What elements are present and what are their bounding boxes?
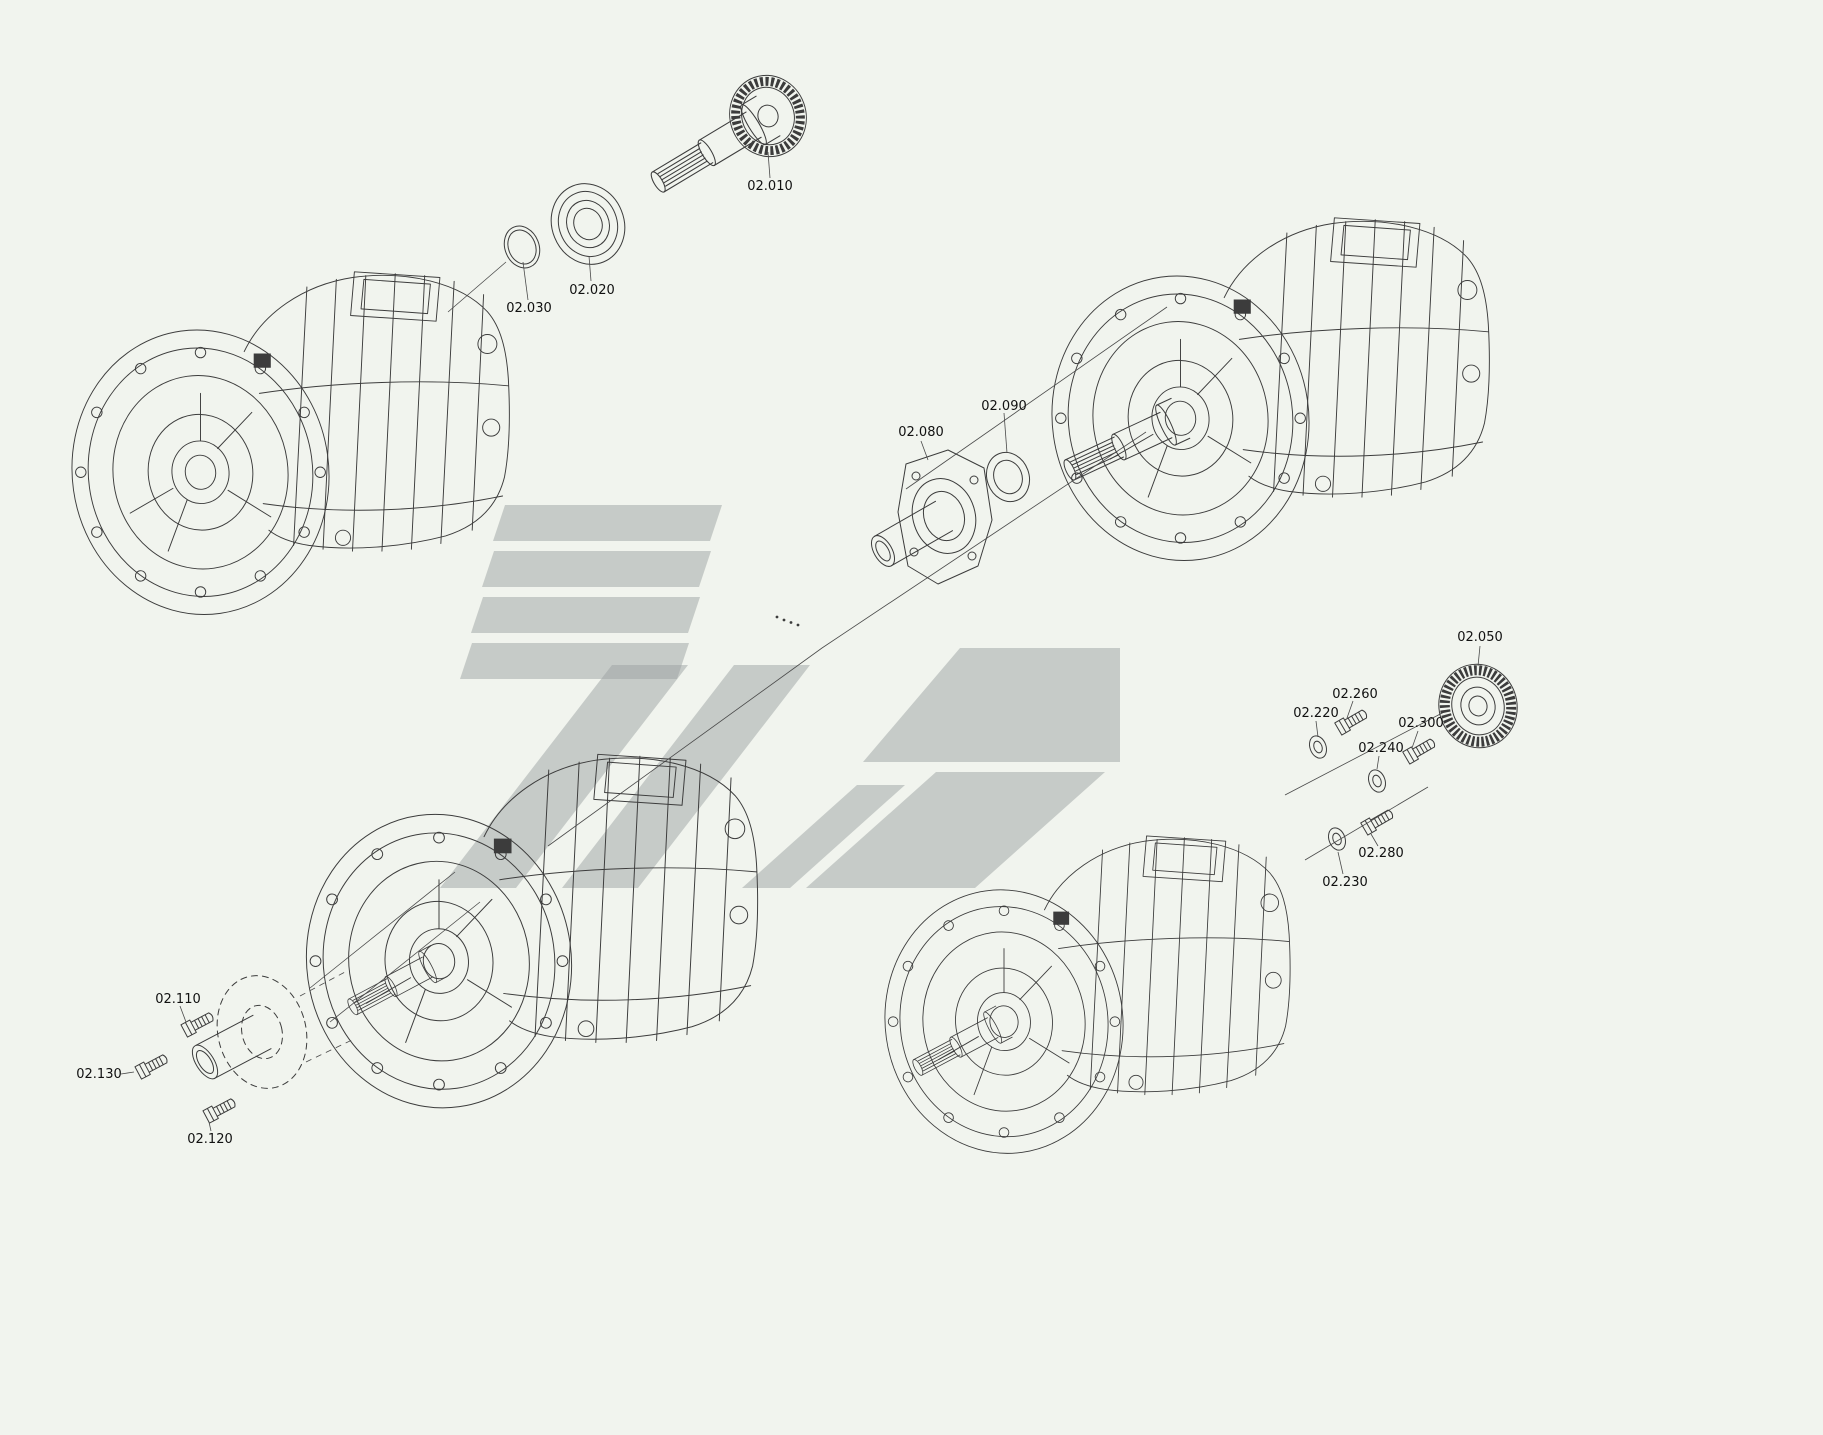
part-label-02230: 02.230 [1322, 875, 1368, 890]
ball-bearing [550, 183, 626, 265]
bolt-02300 [1402, 735, 1438, 765]
part-label-02130: 02.130 [76, 1067, 122, 1082]
part-label-02220: 02.220 [1293, 706, 1339, 721]
part-label-02240: 02.240 [1358, 741, 1404, 756]
part-label-02080: 02.080 [898, 425, 944, 440]
washer-02220 [1306, 732, 1330, 762]
bolt-02110 [180, 1009, 217, 1038]
part-label-02050: 02.050 [1457, 630, 1503, 645]
washer-02240 [1365, 766, 1389, 796]
input-shaft-with-gear [642, 74, 807, 205]
snap-ring [503, 225, 541, 269]
part-labels: 02.010 02.020 02.030 02.080 02.090 02.05… [76, 179, 1503, 1147]
washer-02230 [1325, 824, 1349, 854]
bolt-02120 [202, 1095, 239, 1124]
part-label-02090: 02.090 [981, 399, 1027, 414]
release-tube-with-dashed-flange [191, 971, 353, 1089]
part-label-02280: 02.280 [1358, 846, 1404, 861]
output-shaft-top-right [1056, 397, 1191, 492]
bolt-02130 [134, 1051, 171, 1080]
gearbox-view-top-right [1033, 217, 1490, 578]
part-label-02030: 02.030 [506, 301, 552, 316]
axis-dots [775, 615, 800, 627]
gear-wheel [1438, 663, 1518, 749]
gearbox-view-top-left [53, 271, 510, 632]
bearing-cover-with-tube [870, 449, 993, 585]
part-label-02120: 02.120 [187, 1132, 233, 1147]
part-label-02110: 02.110 [155, 992, 201, 1007]
bolt-02260 [1334, 706, 1370, 736]
watermark-logo [440, 505, 1120, 888]
label-leader-lines [120, 151, 1481, 1132]
part-label-02260: 02.260 [1332, 687, 1378, 702]
shaft-seal-ring [985, 451, 1031, 503]
part-label-02010: 02.010 [747, 179, 793, 194]
output-shaft-bottom-left [341, 945, 448, 1025]
part-label-02020: 02.020 [569, 283, 615, 298]
bolt-02280 [1360, 806, 1396, 836]
part-label-02300: 02.300 [1398, 716, 1444, 731]
